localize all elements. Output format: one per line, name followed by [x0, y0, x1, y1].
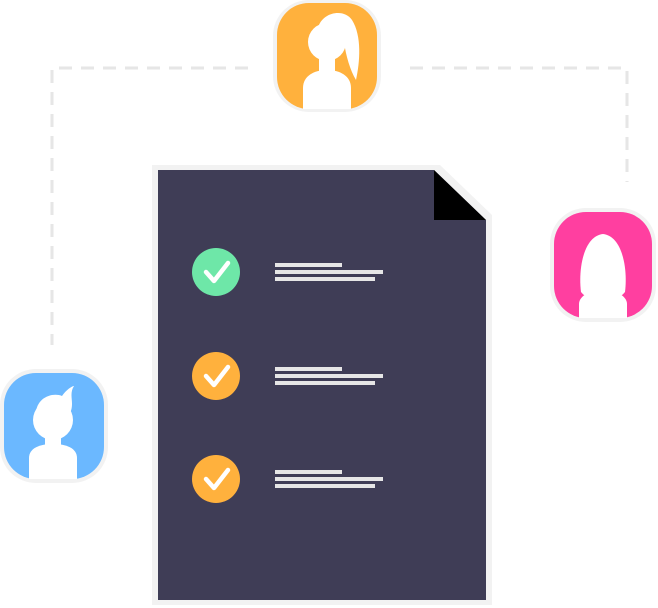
woman-icon [579, 234, 627, 318]
avatar-left [0, 369, 108, 483]
check-circle-icon [192, 455, 240, 503]
checklist-item-3 [192, 455, 383, 503]
checklist-item-1 [192, 248, 383, 296]
checklist [192, 248, 383, 503]
woman-ponytail-icon [303, 13, 360, 109]
text-placeholder-lines [275, 367, 383, 385]
text-placeholder-lines [275, 263, 383, 281]
checklist-item-2 [192, 352, 383, 400]
checkmark-icon [203, 467, 231, 491]
text-placeholder-lines [275, 470, 383, 488]
checkmark-icon [203, 364, 231, 388]
man-icon [29, 386, 77, 479]
avatar-top [273, 0, 381, 112]
checkmark-icon [203, 260, 231, 284]
connector-left [50, 66, 248, 345]
avatar-right [550, 208, 656, 322]
connector-right [410, 66, 629, 182]
check-circle-icon [192, 352, 240, 400]
connector-lines [50, 66, 629, 345]
document-fold-corner [434, 170, 486, 220]
check-circle-icon [192, 248, 240, 296]
